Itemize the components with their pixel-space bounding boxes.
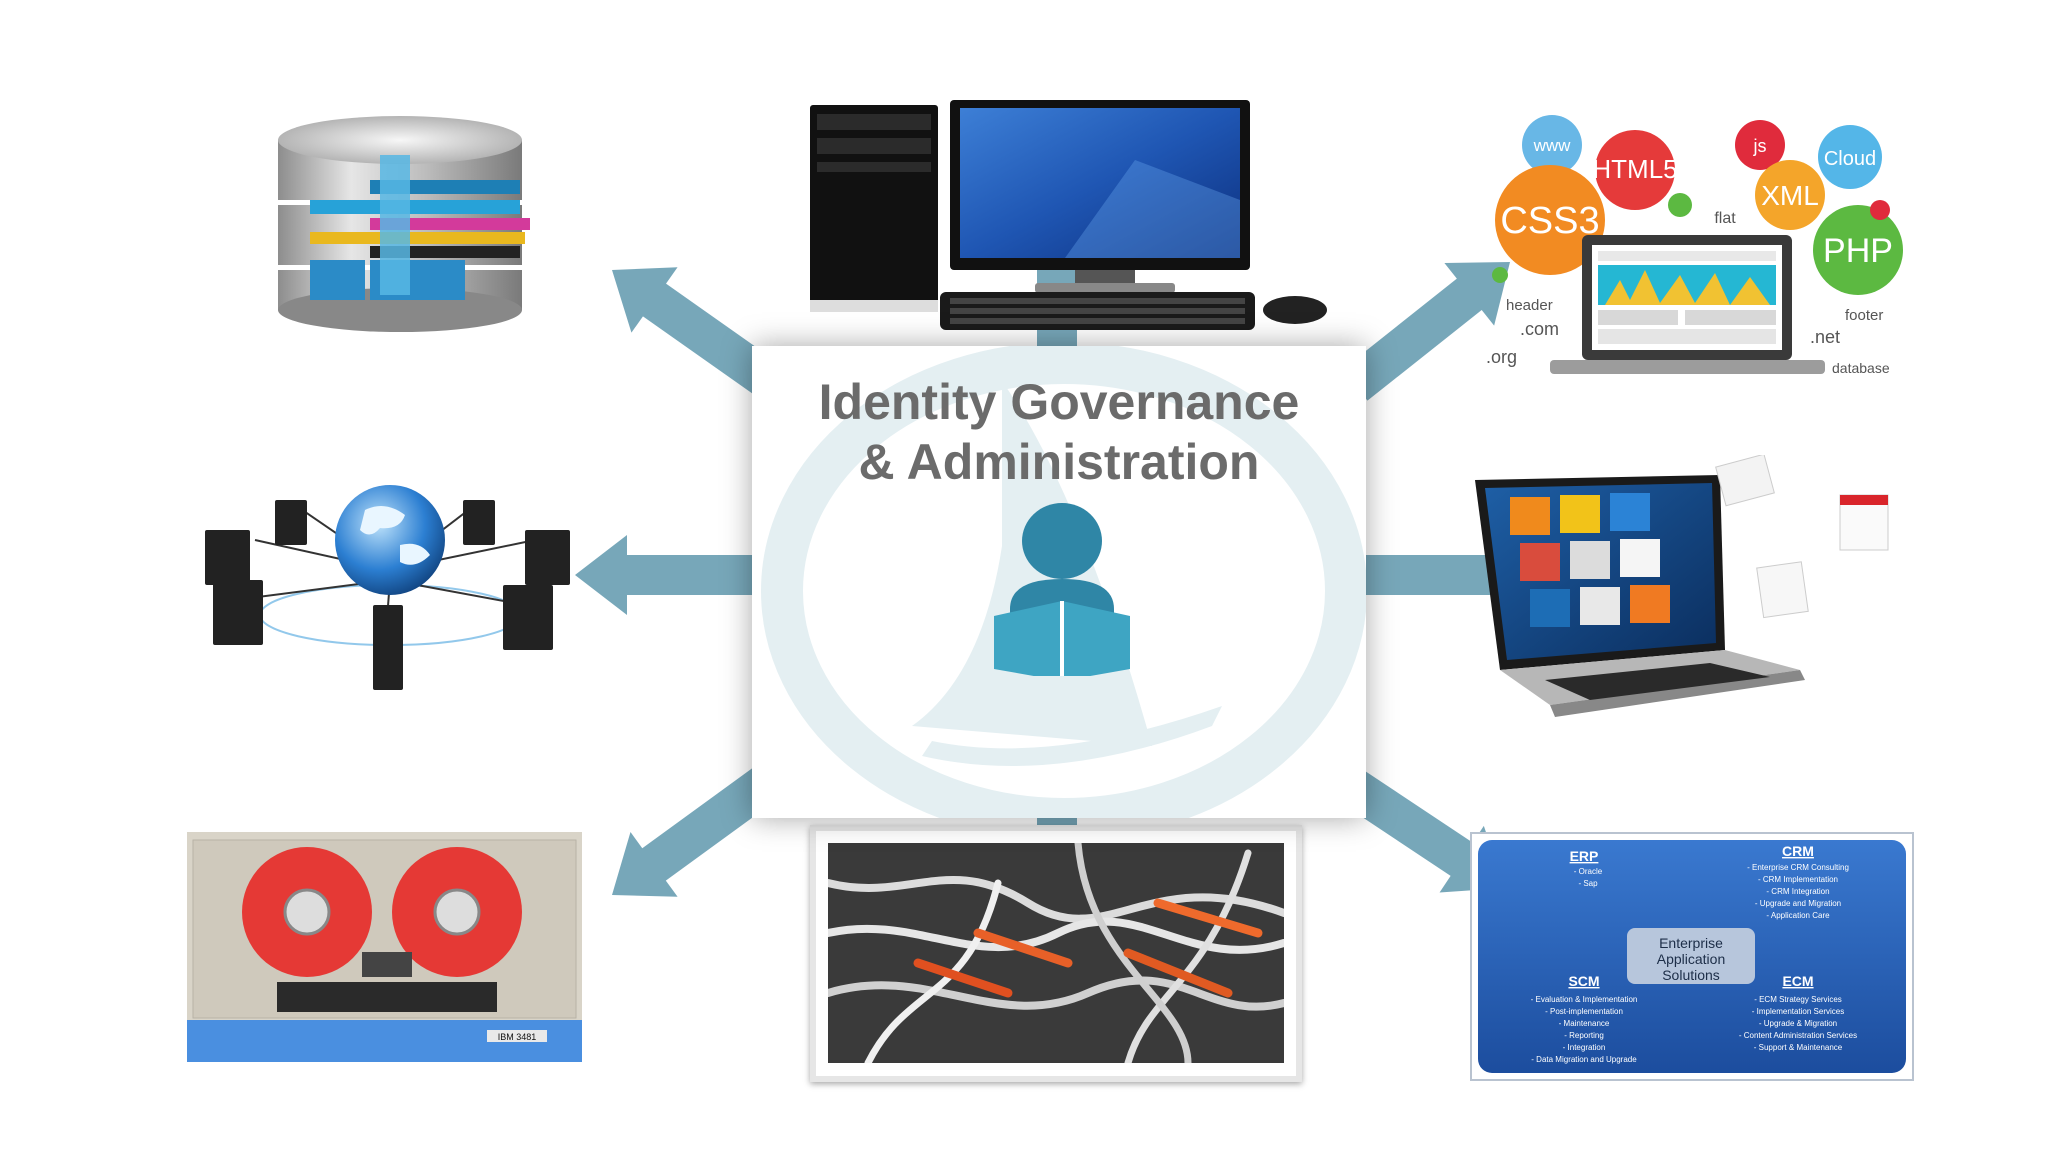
tech-word: HTML5 (1592, 154, 1677, 184)
crm-item: - CRM Implementation (1758, 875, 1838, 884)
database-icon (278, 116, 530, 332)
panel-center-line3: Solutions (1662, 967, 1720, 983)
tech-word: CSS3 (1500, 200, 1599, 242)
erp-item: - Oracle (1574, 867, 1603, 876)
arrow-down-right (1338, 768, 1505, 893)
user-reading-icon (994, 503, 1130, 676)
reel-label: IBM 3481 (498, 1032, 537, 1042)
network-cables-image (828, 843, 1284, 1063)
enterprise-application-panel: Enterprise Application Solutions ERP CRM… (1470, 832, 1914, 1081)
panel-center-line2: Application (1657, 951, 1726, 967)
crm-heading: CRM (1782, 843, 1814, 859)
tech-word: www (1533, 136, 1572, 155)
scm-item: - Reporting (1564, 1031, 1604, 1040)
ecm-item: - Implementation Services (1752, 1007, 1844, 1016)
crm-item: - Enterprise CRM Consulting (1747, 863, 1849, 872)
crm-item: - Upgrade and Migration (1755, 899, 1841, 908)
arrow-left (575, 535, 752, 615)
tech-word: .net (1810, 327, 1840, 347)
web-technologies-icon: www HTML5 js Cloud CSS3 XML flat PHP hea… (1486, 115, 1903, 376)
tech-word: flat (1714, 210, 1736, 227)
center-title-line1: Identity Governance (818, 374, 1300, 430)
crm-item: - Application Care (1766, 911, 1830, 920)
tech-word: database (1832, 360, 1890, 376)
tech-word: .org (1486, 347, 1517, 367)
scm-item: - Evaluation & Implementation (1531, 995, 1638, 1004)
scm-heading: SCM (1568, 973, 1599, 989)
erp-item: - Sap (1578, 879, 1598, 888)
ecm-heading: ECM (1782, 973, 1813, 989)
tech-word: js (1753, 136, 1767, 156)
tech-word: XML (1761, 180, 1819, 211)
network-globe-icon (205, 485, 570, 690)
network-cables-photo (810, 825, 1302, 1082)
desktop-computer-icon (810, 100, 1327, 330)
scm-item: - Maintenance (1559, 1019, 1610, 1028)
tech-word: footer (1845, 307, 1883, 324)
arrow-up-right (1342, 261, 1511, 401)
center-title-line2: & Administration (858, 434, 1260, 490)
tech-word: Cloud (1824, 148, 1876, 170)
laptop-apps-icon (1475, 455, 1889, 717)
tape-reel-machine-icon: IBM 3481 (187, 832, 582, 1062)
center-title: Identity Governance & Administration (752, 372, 1366, 492)
tech-word: PHP (1823, 232, 1893, 270)
tech-word: .com (1520, 319, 1559, 339)
ecm-item: - ECM Strategy Services (1754, 995, 1842, 1004)
crm-item: - CRM Integration (1766, 887, 1829, 896)
ecm-item: - Support & Maintenance (1754, 1043, 1843, 1052)
identity-governance-box: Identity Governance & Administration (752, 346, 1366, 818)
scm-item: - Data Migration and Upgrade (1531, 1055, 1637, 1064)
scm-item: - Integration (1563, 1043, 1606, 1052)
erp-heading: ERP (1570, 848, 1599, 864)
panel-center-line1: Enterprise (1659, 935, 1723, 951)
scm-item: - Post-implementation (1545, 1007, 1623, 1016)
tech-word: header (1506, 297, 1553, 314)
ecm-item: - Content Administration Services (1739, 1031, 1857, 1040)
arrow-up-left (612, 267, 787, 402)
ecm-item: - Upgrade & Migration (1759, 1019, 1837, 1028)
arrow-down-left (612, 763, 782, 897)
